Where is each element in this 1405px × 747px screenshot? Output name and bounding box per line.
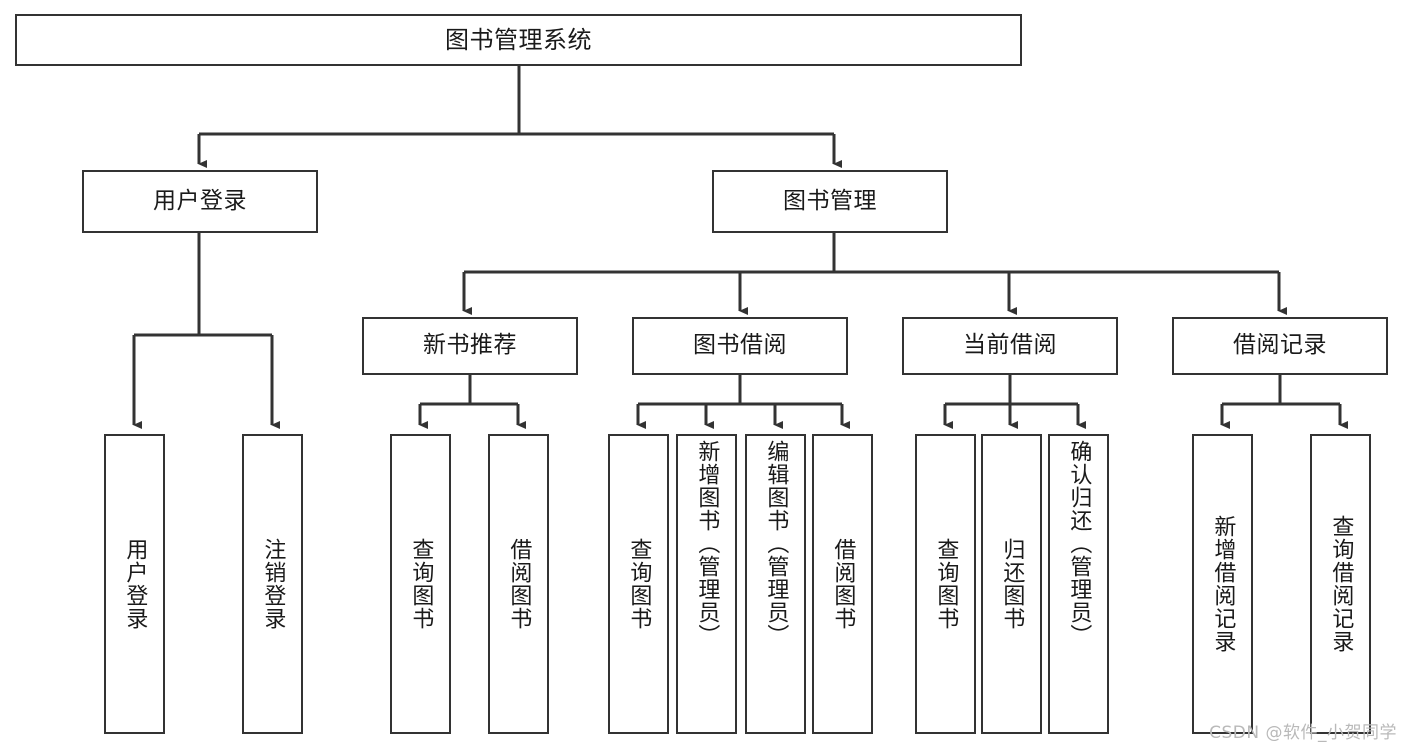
node-leaf-add-borrowing-record[interactable]: 新增借阅记录	[1192, 434, 1253, 734]
node-label: 图书管理系统	[445, 25, 592, 54]
node-label: 确认归还（管理员）	[1066, 440, 1092, 647]
node-label: 用户登录	[122, 538, 148, 630]
node-leaf-query-borrowing-record[interactable]: 查询借阅记录	[1310, 434, 1371, 734]
node-leaf-borrow-book-borrowing[interactable]: 借阅图书	[812, 434, 873, 734]
node-leaf-user-logout[interactable]: 注销登录	[242, 434, 303, 734]
node-label: 新增借阅记录	[1210, 515, 1236, 653]
node-leaf-query-book-recommendation[interactable]: 查询图书	[390, 434, 451, 734]
node-borrowing-record[interactable]: 借阅记录	[1172, 317, 1388, 375]
node-label: 查询图书	[626, 538, 652, 630]
node-new-book-recommendation[interactable]: 新书推荐	[362, 317, 578, 375]
node-leaf-user-login[interactable]: 用户登录	[104, 434, 165, 734]
node-label: 新增图书（管理员）	[694, 440, 720, 647]
node-label: 图书管理	[783, 187, 877, 214]
node-leaf-confirm-return-admin[interactable]: 确认归还（管理员）	[1048, 434, 1109, 734]
node-label: 借阅图书	[506, 538, 532, 630]
node-label: 归还图书	[999, 538, 1025, 630]
node-user-login[interactable]: 用户登录	[82, 170, 318, 233]
node-leaf-borrow-book-recommendation[interactable]: 借阅图书	[488, 434, 549, 734]
node-leaf-add-book-admin[interactable]: 新增图书（管理员）	[676, 434, 737, 734]
node-label: 用户登录	[153, 187, 247, 214]
node-label: 借阅记录	[1233, 332, 1327, 359]
node-label: 当前借阅	[963, 332, 1057, 359]
node-label: 查询图书	[933, 538, 959, 630]
node-book-management[interactable]: 图书管理	[712, 170, 948, 233]
node-label: 查询借阅记录	[1328, 515, 1354, 653]
node-label: 借阅图书	[830, 538, 856, 630]
node-book-borrowing[interactable]: 图书借阅	[632, 317, 848, 375]
node-leaf-edit-book-admin[interactable]: 编辑图书（管理员）	[745, 434, 806, 734]
node-label: 图书借阅	[693, 332, 787, 359]
node-label: 编辑图书（管理员）	[763, 440, 789, 647]
watermark-text: CSDN @软件_小贺同学	[1209, 723, 1397, 743]
node-current-borrowing[interactable]: 当前借阅	[902, 317, 1118, 375]
node-root-book-management-system[interactable]: 图书管理系统	[15, 14, 1022, 66]
node-leaf-return-book[interactable]: 归还图书	[981, 434, 1042, 734]
node-leaf-query-book-borrowing[interactable]: 查询图书	[608, 434, 669, 734]
node-label: 新书推荐	[423, 332, 517, 359]
node-leaf-query-book-current[interactable]: 查询图书	[915, 434, 976, 734]
node-label: 查询图书	[408, 538, 434, 630]
node-label: 注销登录	[260, 538, 286, 630]
